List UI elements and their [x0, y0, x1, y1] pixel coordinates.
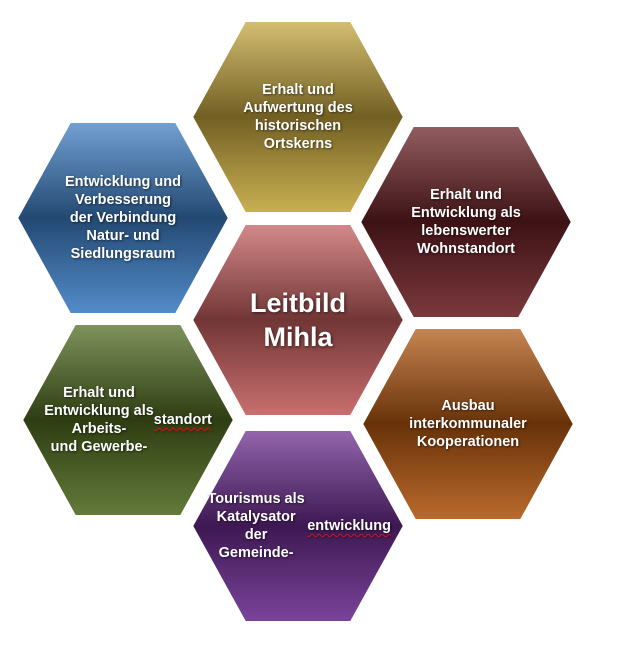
hexagon-upper-left: [14, 119, 232, 317]
hexagon-lower-right: [359, 325, 577, 523]
hexagon-lower-left: [19, 321, 237, 519]
hexagon-bottom: [189, 427, 407, 625]
hexagon-top: [189, 18, 407, 216]
hexagon-center: [189, 221, 407, 419]
hexagon-upper-right: [357, 123, 575, 321]
